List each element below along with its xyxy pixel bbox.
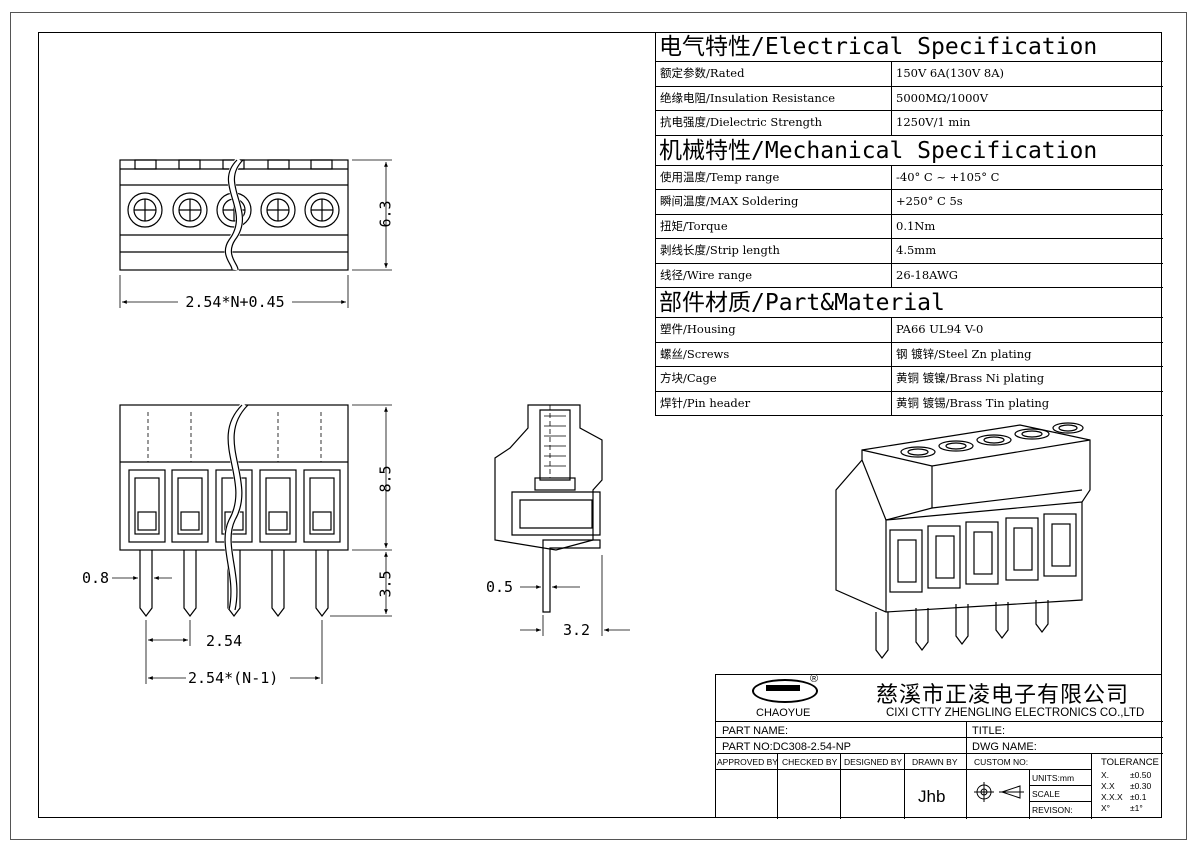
drawn-by-value: Jhb [918, 787, 946, 806]
spec-label: 线径/Wire range [656, 263, 892, 287]
mechanical-spec-heading: 机械特性/Mechanical Specification [656, 136, 1163, 166]
dim-width-formula: 2.54*N+0.45 [185, 293, 285, 311]
spec-value: 黄铜 镀锡/Brass Tin plating [896, 395, 1050, 410]
spec-label: 螺丝/Screws [656, 342, 892, 366]
dim-height-body: 8.5 [376, 465, 395, 493]
spec-value: 5000MΩ/1000V [896, 90, 989, 105]
units-label: UNITS:mm [1032, 773, 1075, 783]
spec-label: 瞬间温度/MAX Soldering [656, 190, 892, 214]
dwg-name-label: DWG NAME: [972, 741, 1037, 753]
spec-row: 使用温度/Temp range -40° C ~ +105° C [656, 165, 1163, 190]
spec-value: 4.5mm [896, 243, 937, 257]
company-name-cn: 慈溪市正凌电子有限公司 [876, 683, 1130, 708]
custom-no-label: CUSTOM NO: [974, 757, 1029, 767]
spec-value: -40° C ~ +105° C [896, 169, 1000, 184]
spec-row: 瞬间温度/MAX Soldering +250° C 5s [656, 190, 1163, 215]
approved-by-label: APPROVED BY [717, 757, 778, 767]
dim-side-offset: 3.2 [563, 621, 591, 639]
part-no-label: PART NO:DC308-2.54-NP [722, 741, 851, 753]
revision-label: REVISON: [1032, 805, 1073, 815]
spec-label: 绝缘电阻/Insulation Resistance [656, 86, 892, 110]
spec-row: 焊针/Pin header 黄铜 镀锡/Brass Tin plating [656, 391, 1163, 415]
dim-pin-width: 0.8 [82, 569, 110, 587]
designed-by-label: DESIGNED BY [844, 757, 903, 767]
spec-row: 剥线长度/Strip length 4.5mm [656, 239, 1163, 264]
spec-row: 绝缘电阻/Insulation Resistance 5000MΩ/1000V [656, 86, 1163, 111]
part-name-label: PART NAME: [722, 725, 789, 737]
tolerance-value: ±0.1 [1130, 792, 1147, 802]
iso-pins [875, 600, 1049, 659]
title-label: TITLE: [972, 725, 1006, 737]
wire-openings [128, 469, 341, 543]
pins [139, 550, 329, 617]
spec-value: 150V 6A(130V 8A) [896, 66, 1005, 80]
scale-label: SCALE [1032, 789, 1060, 799]
iso-openings [889, 513, 1077, 593]
tolerance-value: ±0.50 [1130, 770, 1152, 780]
spec-value: 0.1Nm [896, 218, 936, 233]
spec-value: PA66 UL94 V-0 [896, 322, 984, 336]
spec-label: 方块/Cage [656, 367, 892, 391]
outer-border [10, 12, 1187, 840]
side-view [494, 404, 603, 613]
logo-mark [766, 685, 800, 691]
spec-label: 塑件/Housing [656, 318, 892, 342]
tolerance-key: X.X.X [1101, 792, 1123, 802]
company-logo [752, 679, 818, 703]
spec-label: 剥线长度/Strip length [656, 239, 892, 263]
spec-label: 使用温度/Temp range [656, 165, 892, 189]
electrical-spec-heading: 电气特性/Electrical Specification [656, 32, 1163, 62]
dim-side-pin: 0.5 [486, 578, 514, 596]
dim-span-formula: 2.54*(N-1) [188, 669, 279, 687]
spec-label: 焊针/Pin header [656, 391, 892, 415]
tolerance-key: X. [1101, 770, 1110, 780]
front-view [119, 402, 349, 617]
material-spec-heading: 部件材质/Part&Material [656, 288, 1163, 318]
spec-label: 抗电强度/Dielectric Strength [656, 111, 892, 135]
specification-table: 电气特性/Electrical Specification 额定参数/Rated… [655, 32, 1163, 416]
spec-value: 1250V/1 min [896, 115, 971, 129]
projection-symbol-icon [974, 780, 1030, 804]
spec-value: +250° C 5s [896, 194, 963, 208]
spec-row: 抗电强度/Dielectric Strength 1250V/1 min [656, 111, 1163, 136]
tolerance-key: X° [1101, 803, 1111, 813]
dim-height-pin: 3.5 [376, 570, 395, 598]
registered-mark: ® [810, 673, 819, 685]
checked-by-label: CHECKED BY [782, 757, 838, 767]
tolerance-key: X.X [1101, 781, 1115, 791]
spec-row: 方块/Cage 黄铜 镀镍/Brass Ni plating [656, 367, 1163, 392]
tolerance-value: ±0.30 [1130, 781, 1152, 791]
dim-pitch: 2.54 [206, 632, 243, 650]
spec-label: 扭矩/Torque [656, 214, 892, 238]
spec-value: 钢 镀锌/Steel Zn plating [896, 346, 1032, 361]
spec-row: 扭矩/Torque 0.1Nm [656, 214, 1163, 239]
title-block: ® CHAOYUE 慈溪市正凌电子有限公司 CIXI CTTY ZHENGLIN… [715, 673, 1163, 819]
spec-row: 额定参数/Rated 150V 6A(130V 8A) [656, 62, 1163, 87]
drawing-border [38, 32, 1162, 818]
spec-value: 黄铜 镀镍/Brass Ni plating [896, 371, 1045, 385]
drawn-by-label: DRAWN BY [912, 757, 958, 767]
spec-row: 塑件/Housing PA66 UL94 V-0 [656, 318, 1163, 343]
company-name-en: CIXI CTTY ZHENGLING ELECTRONICS CO.,LTD [886, 707, 1145, 719]
spec-label: 额定参数/Rated [656, 62, 892, 86]
top-view [119, 157, 349, 271]
spec-value: 26-18AWG [896, 267, 958, 282]
spec-row: 螺丝/Screws 钢 镀锌/Steel Zn plating [656, 342, 1163, 367]
logo-text: CHAOYUE [756, 707, 811, 719]
dim-height-top: 6.3 [376, 200, 395, 228]
tolerance-value: ±1° [1130, 803, 1143, 813]
iso-screw-heads [900, 422, 1084, 458]
tolerance-label: TOLERANCE [1101, 757, 1159, 768]
isometric-view [835, 422, 1091, 659]
spec-row: 线径/Wire range 26-18AWG [656, 263, 1163, 288]
